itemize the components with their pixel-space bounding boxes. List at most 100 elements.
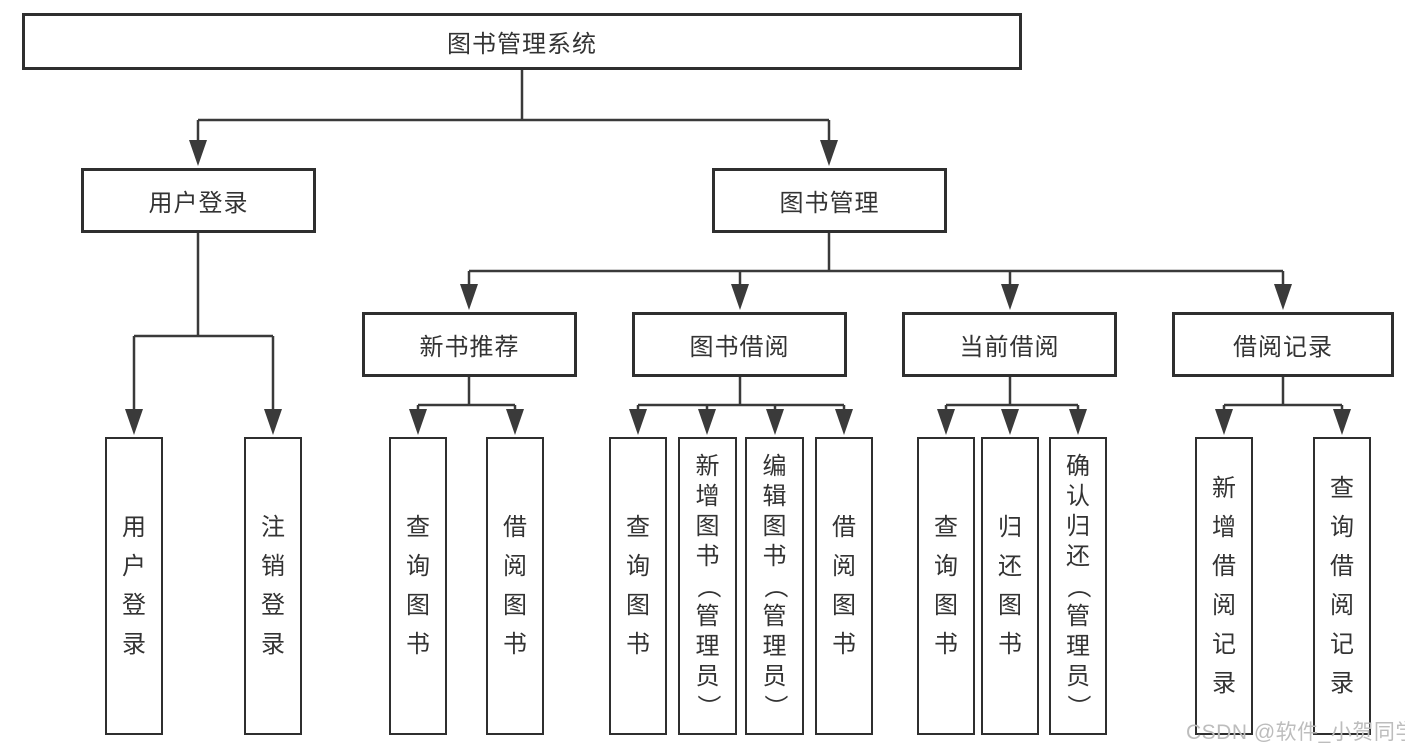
leaf-br-add-record: 新增借阅记录 (1195, 437, 1253, 735)
vertical-char: 阅 (832, 553, 856, 580)
vertical-char: 询 (626, 553, 650, 580)
leaf-bb-borrow-books: 借阅图书 (815, 437, 873, 735)
vertical-char: 书 (762, 542, 787, 570)
vertical-char: 书 (503, 631, 527, 658)
node-book-borrowing: 图书借阅 (632, 312, 847, 377)
vertical-char: （ (1064, 574, 1092, 598)
vertical-char: 还 (998, 553, 1022, 580)
vertical-char: 管 (695, 602, 720, 630)
vertical-char: 增 (695, 482, 720, 510)
vertical-char: 书 (832, 631, 856, 658)
node-library-system-label: 图书管理系统 (447, 31, 597, 58)
leaf-bb-add-books-admin-label: 新增图书（管理员） (694, 439, 721, 733)
node-current-borrowing-label: 当前借阅 (959, 334, 1060, 361)
vertical-char: 编 (762, 452, 787, 480)
node-user-login-label: 用户登录 (148, 190, 249, 217)
vertical-char: 阅 (1212, 592, 1236, 619)
leaf-cb-return-books-label: 归还图书 (998, 439, 1022, 733)
node-book-management: 图书管理 (712, 168, 947, 233)
vertical-char: 书 (626, 631, 650, 658)
vertical-char: 新 (695, 452, 720, 480)
leaf-bb-edit-books-admin: 编辑图书（管理员） (745, 437, 804, 735)
vertical-char: 理 (1066, 632, 1090, 660)
vertical-char: 户 (122, 553, 146, 580)
vertical-char: 确 (1066, 452, 1090, 480)
leaf-bb-edit-books-admin-label: 编辑图书（管理员） (761, 439, 788, 733)
leaf-br-query-record-label: 查询借阅记录 (1330, 439, 1354, 733)
leaf-nb-borrow-books-label: 借阅图书 (503, 439, 527, 733)
leaf-user-login: 用户登录 (105, 437, 163, 735)
leaf-cb-return-books: 归还图书 (981, 437, 1039, 735)
node-library-system: 图书管理系统 (22, 13, 1022, 70)
node-new-book-recommend-label: 新书推荐 (419, 334, 520, 361)
node-new-book-recommend: 新书推荐 (362, 312, 577, 377)
leaf-nb-query-books: 查询图书 (389, 437, 447, 735)
vertical-char: 图 (762, 512, 787, 540)
vertical-char: 图 (998, 592, 1022, 619)
vertical-char: 查 (406, 514, 430, 541)
vertical-char: 图 (832, 592, 856, 619)
vertical-char: 借 (1212, 553, 1236, 580)
vertical-char: ） (1064, 694, 1092, 718)
vertical-char: 理 (695, 632, 720, 660)
node-borrow-records-label: 借阅记录 (1233, 334, 1333, 361)
leaf-cb-confirm-return-admin-label: 确认归还 （ 管理员 ） (1064, 439, 1092, 733)
leaf-cb-query-books: 查询图书 (917, 437, 975, 735)
leaf-logout-label: 注销登录 (261, 439, 285, 733)
vertical-char: 记 (1212, 631, 1236, 658)
vertical-char: 归 (998, 514, 1022, 541)
vertical-char: 图 (934, 592, 958, 619)
vertical-char: 图 (503, 592, 527, 619)
vertical-char: 用 (122, 514, 146, 541)
vertical-char: 管 (1066, 602, 1090, 630)
vertical-char: 借 (1330, 553, 1354, 580)
vertical-char: 归 (1066, 512, 1090, 540)
vertical-char: 查 (626, 514, 650, 541)
vertical-char: （ (761, 574, 788, 598)
leaf-bb-add-books-admin: 新增图书（管理员） (678, 437, 737, 735)
vertical-char: 录 (1330, 670, 1354, 697)
vertical-char: 员 (762, 662, 787, 690)
vertical-char: 借 (503, 514, 527, 541)
leaf-cb-query-books-label: 查询图书 (934, 439, 958, 733)
vertical-char: 图 (626, 592, 650, 619)
node-book-management-label: 图书管理 (779, 190, 880, 217)
vertical-char: ） (761, 694, 788, 718)
vertical-char: 员 (1066, 662, 1090, 690)
leaf-cb-confirm-return-admin: 确认归还 （ 管理员 ） (1049, 437, 1107, 735)
vertical-char: 认 (1066, 482, 1090, 510)
vertical-char: 注 (261, 514, 285, 541)
leaf-nb-borrow-books: 借阅图书 (486, 437, 544, 735)
vertical-char: 还 (1066, 542, 1090, 570)
vertical-char: 新 (1212, 475, 1236, 502)
leaf-bb-borrow-books-label: 借阅图书 (832, 439, 856, 733)
vertical-char: 询 (1330, 514, 1354, 541)
vertical-char: 记 (1330, 631, 1354, 658)
vertical-char: 询 (934, 553, 958, 580)
leaf-bb-query-books: 查询图书 (609, 437, 667, 735)
vertical-char: ） (694, 694, 721, 718)
vertical-char: 查 (934, 514, 958, 541)
vertical-char: 图 (695, 512, 720, 540)
leaf-user-login-label: 用户登录 (122, 439, 146, 733)
vertical-char: 登 (122, 592, 146, 619)
leaf-logout: 注销登录 (244, 437, 302, 735)
leaf-bb-query-books-label: 查询图书 (626, 439, 650, 733)
vertical-char: 书 (406, 631, 430, 658)
vertical-char: （ (694, 574, 721, 598)
node-borrow-records: 借阅记录 (1172, 312, 1394, 377)
vertical-char: 图 (406, 592, 430, 619)
watermark: CSDN @软件_小贺同学 (1186, 721, 1405, 744)
vertical-char: 书 (998, 631, 1022, 658)
leaf-br-add-record-label: 新增借阅记录 (1212, 439, 1236, 733)
node-current-borrowing: 当前借阅 (902, 312, 1117, 377)
vertical-char: 销 (261, 553, 285, 580)
vertical-char: 查 (1330, 475, 1354, 502)
vertical-char: 询 (406, 553, 430, 580)
vertical-char: 员 (695, 662, 720, 690)
vertical-char: 辑 (762, 482, 787, 510)
node-book-borrowing-label: 图书借阅 (689, 334, 790, 361)
vertical-char: 登 (261, 592, 285, 619)
